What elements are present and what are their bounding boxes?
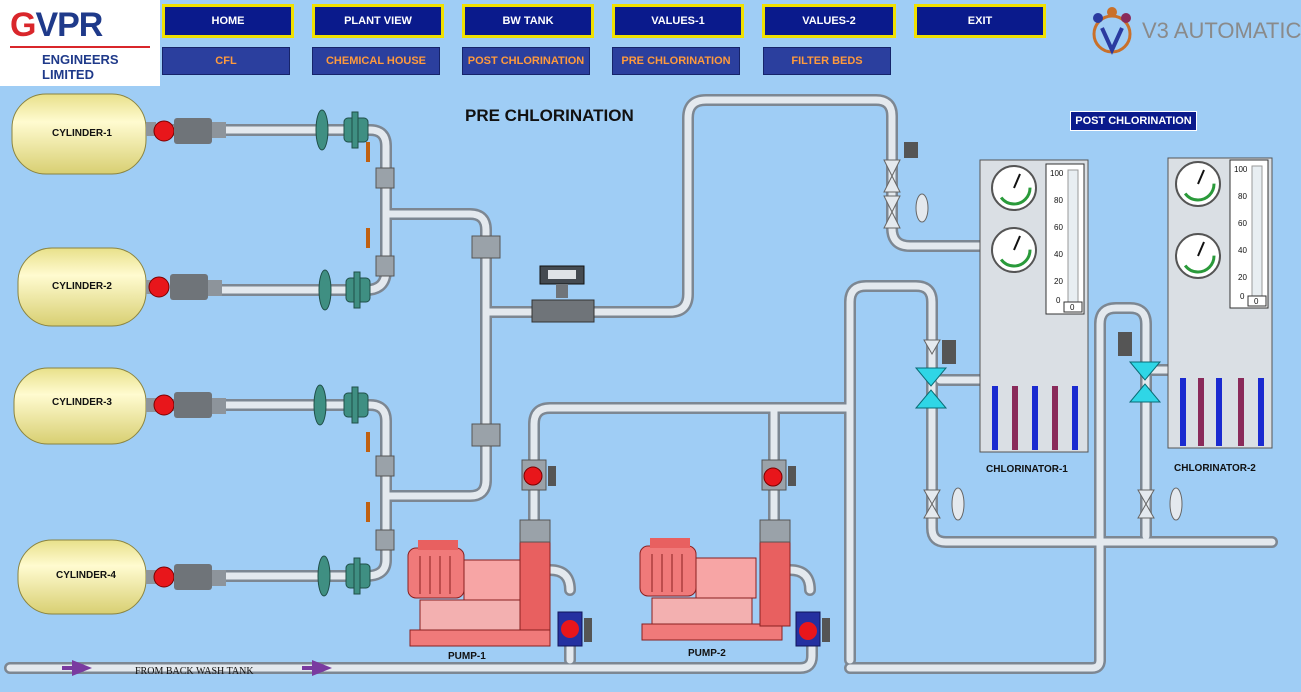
- cylinder-valve[interactable]: [146, 392, 226, 418]
- chlorinator-label: CHLORINATOR-1: [986, 464, 1068, 475]
- cylinder-valve[interactable]: [146, 118, 226, 144]
- pump-label: PUMP-1: [448, 651, 486, 662]
- isolation-valve[interactable]: [366, 142, 501, 551]
- cyan-valve[interactable]: [914, 339, 956, 409]
- scale-label: 60: [1054, 223, 1063, 232]
- company-logo: GVPR ENGINEERS LIMITED: [0, 0, 160, 86]
- scale-label: 40: [1238, 246, 1247, 255]
- cylinder-valve[interactable]: [146, 564, 226, 590]
- scale-label: 80: [1238, 192, 1247, 201]
- pump-discharge-valve[interactable]: [521, 459, 796, 491]
- brand-name: V3 AUTOMATIC: [1142, 18, 1301, 43]
- brand-logo: V3 AUTOMATIC: [1086, 4, 1301, 60]
- scale-reading: 0: [1254, 297, 1259, 306]
- scale-reading: 0: [1070, 303, 1075, 312]
- cylinder-label: CYLINDER-3: [51, 397, 112, 408]
- company-name-red: G: [10, 6, 36, 44]
- nav-pre-chlorination-button[interactable]: PRE CHLORINATION: [612, 47, 740, 75]
- chlorinator-label: CHLORINATOR-2: [1174, 463, 1256, 474]
- pipe-network: [4, 94, 1278, 674]
- scale-label: 40: [1054, 250, 1063, 259]
- line-valve[interactable]: [318, 269, 371, 311]
- cylinder-label: CYLINDER-4: [55, 570, 116, 581]
- line-valve[interactable]: [315, 109, 369, 151]
- flow-meter[interactable]: [531, 265, 595, 323]
- flow-label: FROM BACK WASH TANK: [135, 666, 254, 677]
- chlorinator-panel[interactable]: [1167, 157, 1273, 449]
- cylinder-label: CYLINDER-2: [51, 281, 112, 292]
- suction-valve[interactable]: [557, 611, 830, 647]
- chlorinator-panel[interactable]: [979, 159, 1089, 453]
- pump-label: PUMP-2: [688, 648, 726, 659]
- nav-values-2-button[interactable]: VALUES-2: [762, 4, 896, 38]
- flow-arrow: [62, 660, 332, 676]
- page-title: PRE CHLORINATION: [465, 106, 634, 125]
- nav-home-button[interactable]: HOME: [162, 4, 294, 38]
- line-valve[interactable]: [313, 384, 369, 426]
- scale-label: 0: [1056, 296, 1061, 305]
- cyan-valve[interactable]: [1118, 332, 1162, 403]
- nav-filter-beds-button[interactable]: FILTER BEDS: [763, 47, 891, 75]
- nav-post-chlorination-button[interactable]: POST CHLORINATION: [462, 47, 590, 75]
- scale-label: 0: [1240, 292, 1245, 301]
- post-chlorination-link-button[interactable]: POST CHLORINATION: [1070, 111, 1197, 131]
- scale-label: 20: [1054, 277, 1063, 286]
- company-name-blue: VPR: [35, 6, 103, 44]
- cylinder-valve[interactable]: [146, 274, 222, 300]
- scale-label: 80: [1054, 196, 1063, 205]
- scale-label: 100: [1050, 169, 1064, 178]
- pump[interactable]: [407, 519, 551, 647]
- pump[interactable]: [639, 519, 791, 641]
- scale-label: 20: [1238, 273, 1247, 282]
- control-valve[interactable]: [883, 142, 929, 229]
- nav-plant-view-button[interactable]: PLANT VIEW: [312, 4, 444, 38]
- scale-label: 60: [1238, 219, 1247, 228]
- nav-chemical-house-button[interactable]: CHEMICAL HOUSE: [312, 47, 440, 75]
- nav-cfl-button[interactable]: CFL: [162, 47, 290, 75]
- nav-bw-tank-button[interactable]: BW TANK: [462, 4, 594, 38]
- company-name: GVPR: [10, 6, 103, 45]
- v3-logo-icon: [1092, 7, 1132, 55]
- logo-underline: [10, 46, 150, 48]
- scale-label: 100: [1234, 165, 1248, 174]
- nav-exit-button[interactable]: EXIT: [914, 4, 1046, 38]
- company-subtitle: ENGINEERS LIMITED: [42, 52, 119, 82]
- line-valve[interactable]: [317, 555, 371, 597]
- cylinder-label: CYLINDER-1: [51, 128, 112, 139]
- bottom-check-valve[interactable]: [923, 487, 1183, 521]
- nav-values-1-button[interactable]: VALUES-1: [612, 4, 744, 38]
